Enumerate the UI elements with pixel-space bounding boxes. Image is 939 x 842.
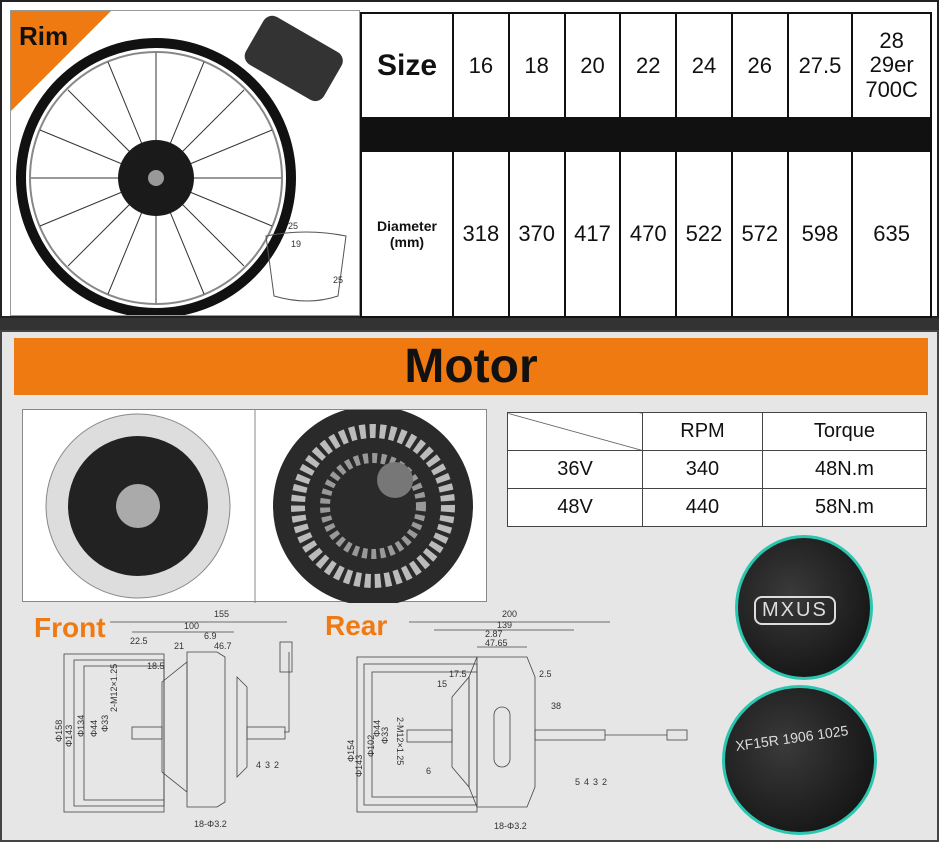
motor-section: Motor RPM Torque 36V 340 48N.m 48V 440 5… [0,330,939,842]
size-cell: 16 [452,12,510,119]
diameter-cell: 572 [730,150,789,318]
wheel-image: 25 19 25 [16,15,347,315]
diameter-cell: 370 [507,150,566,318]
rear-dim: 4 [584,777,589,787]
rear-dim: Φ154 [346,740,356,762]
rear-dim: Φ102 [366,735,376,757]
front-dim: 6.9 [204,631,217,641]
diameter-unit: (mm) [389,234,425,250]
rim-inner-width-dim: 19 [291,239,301,249]
rear-label: Rear [325,610,388,641]
voltage-cell: 48V [507,488,643,527]
rim-image-panel: Rim 25 19 25 [10,10,360,316]
rpm-cell: 340 [642,450,763,489]
size-cell: 22 [619,12,678,119]
front-dim: 155 [214,609,229,619]
rear-dim: Φ143 [354,755,364,777]
diameter-cell: 470 [619,150,678,318]
diameter-cell: 318 [452,150,510,318]
divider-band [360,117,932,152]
hub-motor-images [45,406,473,606]
front-dim: 18-Φ3.2 [194,819,227,829]
rpm-header: RPM [642,412,763,451]
size-cell: 18 [507,12,566,119]
rear-dim: 139 [497,620,512,630]
size-28: 28 [879,28,904,54]
front-dim: Φ33 [100,715,110,732]
diameter-cell: 598 [786,150,854,318]
front-dim: Φ134 [76,715,86,737]
front-dim: 4 [256,760,261,770]
voltage-cell: 36V [507,450,643,489]
serial-number: XF15R 1906 1025 [734,722,850,754]
rear-dim: 18-Φ3.2 [494,821,527,831]
front-dim: 22.5 [130,636,148,646]
motor-photos [22,406,487,606]
diameter-cell: 522 [675,150,733,318]
size-cell: 20 [563,12,622,119]
size-29er: 29er [869,52,914,78]
rear-dim: 15 [437,679,447,689]
rpm-cell: 440 [642,488,763,527]
front-dim: Φ158 [54,720,64,742]
size-cell-28: 28 29er 700C [851,12,932,119]
diagonal-header-cell [507,412,643,451]
front-dim: 2-M12×1.25 [109,664,119,712]
rear-dim: 47.65 [485,638,508,648]
rear-dim: Φ44 [372,720,382,737]
front-dim: 46.7 [214,641,232,651]
size-cell: 26 [730,12,789,119]
motor-spec-table: RPM Torque 36V 340 48N.m 48V 440 58N.m [507,412,928,527]
rear-dim: 17.5 [449,669,467,679]
serial-closeup: XF15R 1906 1025 [722,685,877,835]
torque-header: Torque [761,412,928,451]
rim-width-dim: 25 [288,221,298,231]
mxus-logo: MXUS [754,596,836,625]
front-dim: Φ143 [64,725,74,747]
size-table: Size 16 18 20 22 24 26 27.5 28 29er 700C… [360,12,932,318]
diameter-header: Diameter (mm) [360,150,454,318]
diameter-cell: 635 [851,150,932,318]
diameter-cell: 417 [563,150,622,318]
size-header: Size [360,12,454,119]
rear-motor-drawing: 200 139 2.87 47.65 17.5 15 2.5 38 2-M12×… [346,609,688,831]
rear-dim: 5 [575,777,580,787]
size-cell: 27.5 [786,12,854,119]
rear-dim: 3 [593,777,598,787]
size-700c: 700C [865,76,918,102]
section-divider [0,318,939,330]
torque-cell: 48N.m [761,450,928,489]
rim-label: Rim [19,21,69,51]
rear-dim: 2.87 [485,629,503,639]
front-dim: 21 [174,641,184,651]
rim-section: Rim 25 19 25 Size 16 18 20 22 24 2 [0,0,939,318]
rear-dim: 6 [426,766,431,776]
rim-height-dim: 25 [333,275,343,285]
front-label: Front [34,612,106,643]
rear-dim: 2 [602,777,607,787]
rear-dim: Φ33 [380,727,390,744]
diameter-label: Diameter [377,218,437,234]
rear-dim: 200 [502,609,517,619]
mxus-logo-closeup: MXUS [735,535,873,680]
front-dim: 2 [274,760,279,770]
front-dim: 3 [265,760,270,770]
rear-dim: 2.5 [539,669,552,679]
size-cell: 24 [675,12,733,119]
front-dim: 100 [184,621,199,631]
front-motor-drawing: 155 100 22.5 21 6.9 46.7 18.5 2-M12×1.25… [54,609,293,829]
torque-cell: 58N.m [761,488,928,527]
motor-title: Motor [14,338,928,395]
rear-dim: 38 [551,701,561,711]
rear-dim: 2-M12×1.25 [395,717,405,765]
front-dim: Φ44 [89,720,99,737]
front-dim: 18.5 [147,661,165,671]
